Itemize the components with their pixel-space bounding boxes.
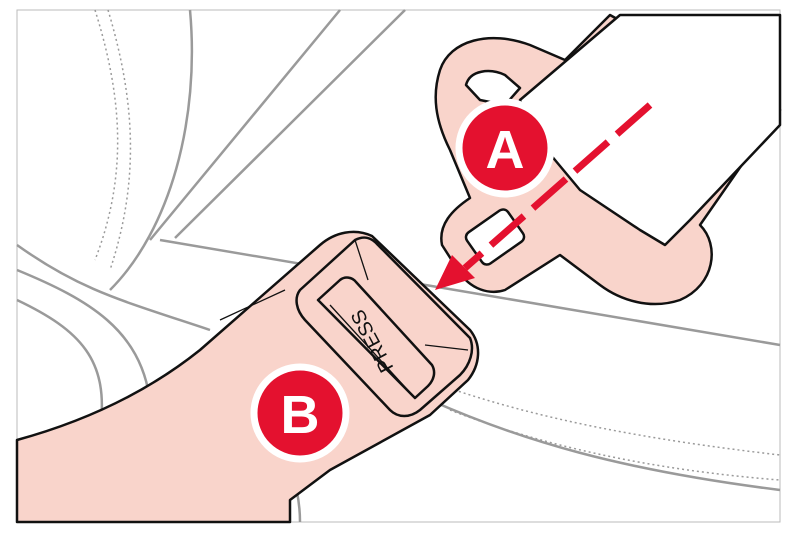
- insert-arrow: [435, 102, 653, 290]
- belt-webbing: [518, 13, 782, 247]
- label-b-badge: B: [250, 363, 350, 463]
- label-a-badge: A: [455, 98, 555, 198]
- label-a: A: [486, 120, 525, 180]
- press-button[interactable]: [316, 276, 436, 400]
- label-b: B: [281, 385, 320, 445]
